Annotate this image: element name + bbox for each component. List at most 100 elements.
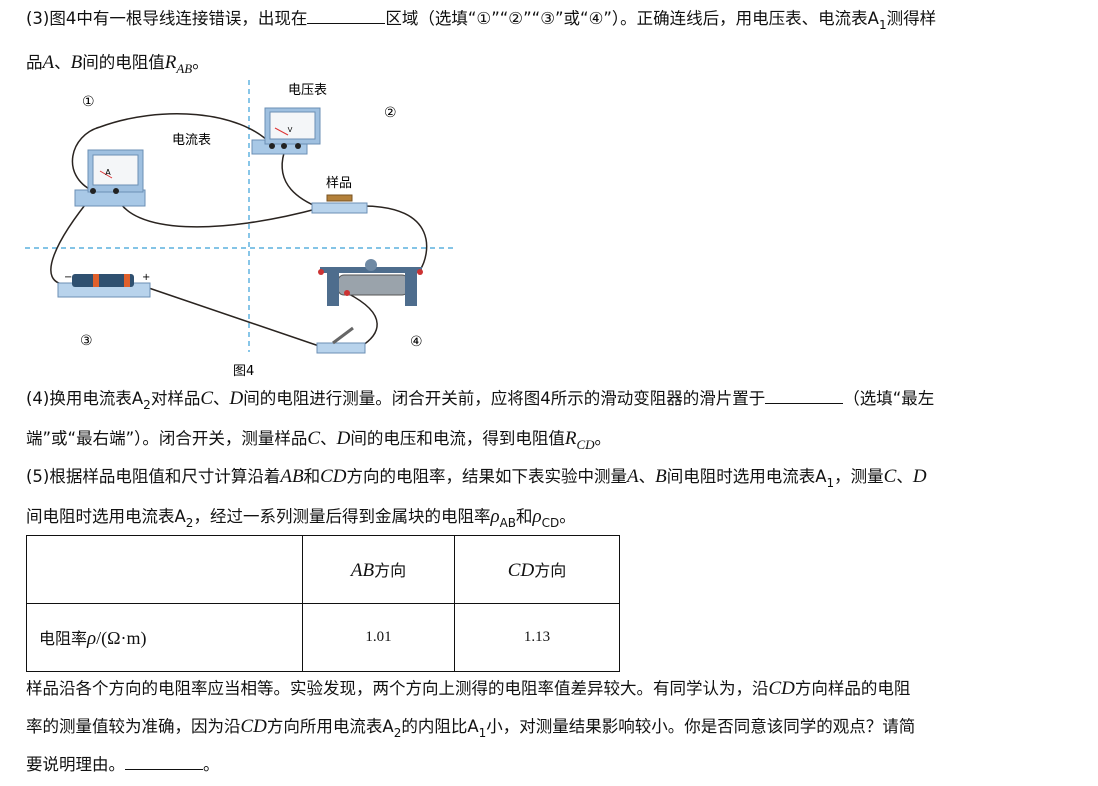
question-line: (5)根据样品电阻值和尺寸计算沿着AB和CD方向的电阻率，结果如下表实验中测量A… [26,466,927,494]
text-segment: 测得样 [886,9,937,28]
text-segment: 间的电阻值 [82,53,165,72]
text-segment: B [655,466,667,487]
text-segment: A [627,466,639,487]
text-segment: (5)根据样品电阻值和尺寸计算沿着 [26,467,281,486]
text-segment: 方向样品的电阻 [794,679,911,698]
text-segment: 2 [393,726,402,740]
text-segment: 1 [826,476,835,490]
text-segment: 小，对测量结果影响较小。你是否同意该同学的观点？请简 [486,717,916,736]
question-line: 率的测量值较为准确，因为沿CD方向所用电流表A2的内阻比A1小，对测量结果影响较… [26,716,915,744]
text-segment: 、 [896,467,913,486]
ammeter-label: 电流表 [172,133,211,148]
text-segment: 1 [878,18,887,32]
value-cd: 1.13 [454,603,620,672]
text-segment: 样品沿各个方向的电阻率应当相等。实验发现，两个方向上测得的电阻率值差异较大。有同… [26,679,769,698]
question-line: (3)图4中有一根导线连接错误，出现在 区域（选填“①”“②”“③”或“④”）。正… [26,8,936,36]
text-segment: 1 [478,726,487,740]
ammeter-letter: A [105,168,111,177]
text-segment: AB [280,466,304,487]
battery-plus: + [142,272,150,283]
text-segment: C [883,466,897,487]
text-segment: C [307,428,321,449]
question-line: 要说明理由。。 [26,754,220,776]
question-line: 样品沿各个方向的电阻率应当相等。实验发现，两个方向上测得的电阻率值差异较大。有同… [26,678,910,700]
text-segment: CD [320,466,347,487]
text-segment: CD [768,678,795,699]
text-segment: R [164,52,177,73]
question-line: 端”或“最右端”）。闭合开关，测量样品C、D间的电压和电流，得到电阻值RCD。 [26,428,611,456]
question-line: 间电阻时选用电流表A2，经过一系列测量后得到金属块的电阻率ρAB和ρCD。 [26,506,576,534]
text-segment: 2 [185,516,194,530]
text-segment: ρ [532,506,542,527]
text-segment: 、 [213,389,230,408]
text-segment: 和 [303,467,321,486]
text-segment: A [42,52,55,73]
text-segment: D [912,466,927,487]
answer-blank [765,389,844,404]
text-segment: D [336,428,351,449]
question-line: 品A、B间的电阻值RAB。 [26,52,209,80]
text-segment: R [564,428,577,449]
row-label-text: 电阻率 [39,629,88,648]
text-segment: ，经过一系列测量后得到金属块的电阻率 [193,507,491,526]
unit: /(Ω·m) [96,628,147,648]
figure-caption: 图4 [233,364,254,379]
text-segment: 率的测量值较为准确，因为沿 [26,717,241,736]
text-segment: 和 [516,507,533,526]
text-segment: 品 [26,53,43,72]
text-segment: 的内阻比A [401,717,479,736]
table-header-row: AB方向 CD方向 [26,535,620,604]
text-segment: AB [499,516,517,530]
text-segment: 要说明理由。 [26,755,125,774]
region-1-label: ① [82,94,95,110]
resistivity-table: AB方向 CD方向 电阻率ρ/(Ω·m) 1.01 1.13 [26,535,620,672]
region-2-label: ② [384,105,397,121]
text-segment: 、 [320,429,337,448]
switch [316,326,366,354]
ammeter: A [74,149,146,207]
text-segment: 间的电阻进行测量。闭合开关前，应将图4所示的滑动变阻器的滑片置于 [243,389,766,408]
wires [50,113,428,348]
text-segment: (3)图4中有一根导线连接错误，出现在 [26,9,308,28]
table-row: 电阻率ρ/(Ω·m) 1.01 1.13 [26,603,620,672]
table-header-cd: CD方向 [454,535,620,604]
sliding-rheostat [318,259,423,306]
text-segment: C [200,388,213,409]
text-segment: 、 [54,53,71,72]
text-segment: AB [176,61,193,76]
sample-label: 样品 [326,176,352,191]
table-header-ab: AB方向 [302,535,455,604]
value-ab: 1.01 [302,603,455,672]
text-segment: 2 [143,398,151,412]
voltmeter-label: 电压表 [288,83,327,98]
text-segment: 间的电压和电流，得到电阻值 [350,429,565,448]
rho-symbol: ρ [87,628,97,649]
text-segment: CD [576,437,595,452]
text-segment: ，测量 [834,467,884,486]
text-segment: (4)换用电流表A [26,389,144,408]
text-segment: CD [541,516,560,530]
voltmeter: V [251,107,321,155]
battery-minus: − [64,272,72,283]
text-segment: 方向的电阻率，结果如下表实验中测量 [346,467,628,486]
text-segment: 。 [594,429,612,448]
text-segment: 对样品 [150,389,201,408]
answer-blank [307,9,386,24]
figure-4-circuit-diagram: A V − + 电流表 电压表 样品 ① ② ③ ④ 图4 [25,80,455,379]
table-header-empty [26,535,303,604]
text-segment: D [229,388,244,409]
text-segment: 方向所用电流表A [266,717,394,736]
text-segment: 、 [638,467,656,486]
answer-blank [125,755,203,770]
text-segment: ρ [490,506,500,527]
text-segment: 区域（选填“①”“②”“③”或“④”）。正确连线后，用电压表、电流表A [385,9,879,28]
text-segment: 间电阻时选用电流表A [26,507,186,526]
text-segment: 。 [192,53,209,72]
question-line: (4)换用电流表A2对样品C、D间的电阻进行测量。闭合开关前，应将图4所示的滑动… [26,388,934,416]
sample [311,194,368,214]
text-segment: （选填“最左 [843,389,935,408]
text-segment: 。 [559,507,576,526]
region-4-label: ④ [410,334,423,350]
battery: − + [57,272,151,298]
region-3-label: ③ [80,333,93,349]
